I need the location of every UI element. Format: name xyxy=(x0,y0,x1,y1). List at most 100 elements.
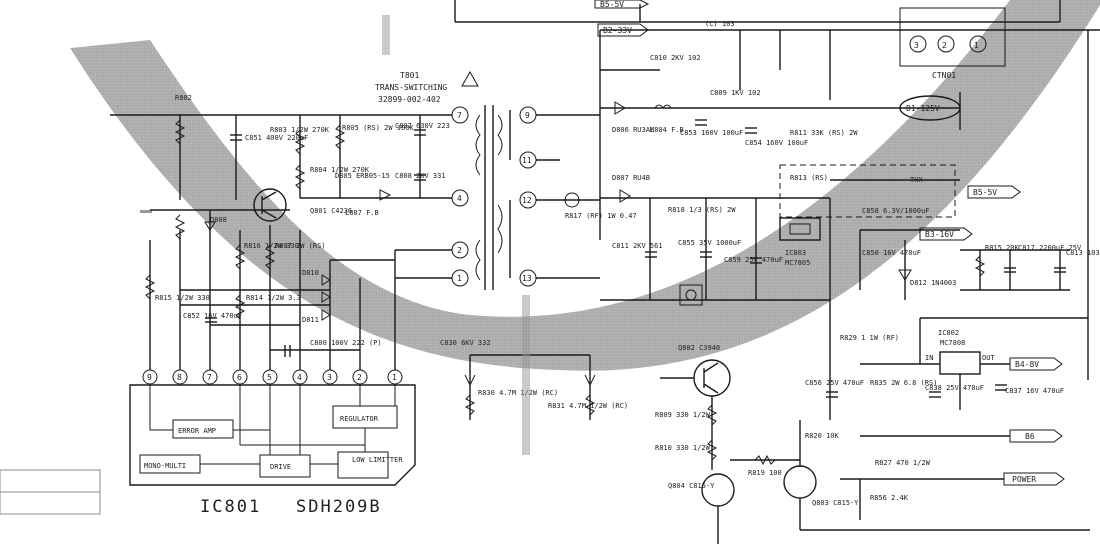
transformer-ref: T801 xyxy=(400,71,419,80)
label-d806: D806 RU3AM xyxy=(612,126,654,134)
transformer-part: 32899-002-402 xyxy=(378,95,441,104)
label-c836: (C) 103 xyxy=(705,20,735,28)
lower-right-section: Q802 C3940 R809 330 1/2W R810 330 1/2W Q… xyxy=(655,317,1090,544)
transformer-t801: T801 TRANS-SWITCHING 32899-002-402 7 4 2… xyxy=(375,70,600,290)
label-c810: C810 2KV 102 xyxy=(650,54,701,62)
top-wiring xyxy=(454,0,1100,380)
transformer-pin-12: 12 xyxy=(522,196,532,205)
ic801-pin-6: 6 xyxy=(237,373,242,382)
label-r803: R803 1/2W 270K xyxy=(270,126,330,134)
ic801-pin-9: 9 xyxy=(147,373,152,382)
label-c859: C859 25V 470uF xyxy=(724,256,783,264)
label-l804: L804 F.B xyxy=(650,126,684,134)
ic801-pin-7: 7 xyxy=(207,373,212,382)
label-c838: C838 25V 470uF xyxy=(925,384,984,392)
label-c830: C830 6KV 332 xyxy=(440,339,491,347)
transistor-q801 xyxy=(253,188,287,222)
label-c837: C837 16V 470uF xyxy=(1005,387,1064,395)
label-c853: C853 160V 100uF xyxy=(680,129,743,137)
label-c855: C855 35V 1000uF xyxy=(678,239,741,247)
label-ic802-part: MC7808 xyxy=(940,339,965,347)
connector-pin-1: 1 xyxy=(974,41,979,50)
ic801-pin-8: 8 xyxy=(177,373,182,382)
label-d805: D805 ERB05-15 xyxy=(335,172,390,180)
label-d810: D810 xyxy=(302,269,319,277)
label-c856: C856 25V 470uF xyxy=(805,379,864,387)
label-d811: D811 xyxy=(302,316,319,324)
rail-b5-5v: B5-5V xyxy=(973,188,997,197)
transformer-pin-4: 4 xyxy=(457,194,462,203)
label-r827: R827 470 1/2W xyxy=(875,459,931,467)
ic801-pin-2: 2 xyxy=(357,373,362,382)
label-c807: C807 630V 223 xyxy=(395,122,450,130)
label-r819: R819 100 xyxy=(748,469,782,477)
rail-b3-16v: B3-16V xyxy=(925,230,954,239)
ic801-name: IC801 xyxy=(200,497,261,517)
label-r835: R835 2W 6.8 (RS) xyxy=(870,379,937,387)
resistors-left xyxy=(144,119,346,320)
label-r818: R818 1/3 (RS) 2W xyxy=(668,206,736,214)
label-c800: C800 100V 222 (P) xyxy=(310,339,382,347)
ic801-pin-3: 3 xyxy=(327,373,332,382)
label-d807: D807 RU4B xyxy=(612,174,650,182)
rail-power: POWER xyxy=(1012,475,1036,484)
label-q804: Q804 C815-Y xyxy=(668,482,715,490)
ic801-package: 9 8 7 6 5 4 3 2 1 ERROR AMP REGULATOR MO… xyxy=(129,369,416,517)
label-r817: R817 (RF) 1W 0.47 xyxy=(565,212,637,220)
transformer-pin-2: 2 xyxy=(457,246,462,255)
label-c858: C858 6.3V/1000uF xyxy=(862,207,929,215)
label-c811: C811 2KV 561 xyxy=(612,242,663,250)
ic801-pin-1: 1 xyxy=(392,373,397,382)
label-r829: R829 1 1W (RF) xyxy=(840,334,899,342)
label-l807: L807 F.B xyxy=(345,209,379,217)
label-r805: R805 (RS) 2W 100K xyxy=(342,124,414,132)
label-c808: C808 2KV 331 xyxy=(395,172,446,180)
label-c809: C809 1KV 102 xyxy=(710,89,761,97)
rail-b6: B6 xyxy=(1025,432,1035,441)
label-r831: R831 4.7M 1/2W (RC) xyxy=(548,402,628,410)
rail-b1-125v: B1-125V xyxy=(906,104,940,113)
connector-ctn01: 3 2 1 CTN01 xyxy=(899,7,1006,80)
rail-b4-8v: B4-8V xyxy=(1015,360,1039,369)
label-r815: R815 1/2W 330 xyxy=(155,294,210,302)
primary-wiring xyxy=(110,114,452,370)
label-r813: R813 (RS) xyxy=(790,174,828,182)
label-c852: C852 16V 470uF xyxy=(183,312,242,320)
transformer-pin-1: 1 xyxy=(457,274,462,283)
label-ic803-part: MC7805 xyxy=(785,259,810,267)
connector-pin-3: 3 xyxy=(914,41,919,50)
label-r830: R830 4.7M 1/2W (RC) xyxy=(478,389,558,397)
connector-ref: CTN01 xyxy=(932,71,956,80)
label-d812: D812 1N4003 xyxy=(910,279,956,287)
label-ic802-in: IN xyxy=(925,354,933,362)
label-ic803: IC803 xyxy=(785,249,806,257)
label-q803: Q803 C815-Y xyxy=(812,499,859,507)
label-r804: R804 1/2W 270K xyxy=(310,166,370,174)
label-r814: R814 1/2W 3.3 xyxy=(246,294,301,302)
label-q802: Q802 C3940 xyxy=(678,344,720,352)
transformer-pin-13: 13 xyxy=(522,274,532,283)
label-r856: R856 2.4K xyxy=(870,494,909,502)
rail-b5-5v-top: B5-5V xyxy=(600,0,624,9)
left-margin-marks xyxy=(0,15,530,515)
ic801-block-regulator: REGULATOR xyxy=(340,415,379,423)
transformer-pin-11: 11 xyxy=(522,156,532,165)
label-r816: R816 1/2W 330 xyxy=(244,242,299,250)
label-c854: C854 160V 100uF xyxy=(745,139,808,147)
label-d808: D808 xyxy=(210,216,227,224)
label-c813: C813 103 (P) xyxy=(1066,249,1100,257)
transformer-pin-7: 7 xyxy=(457,111,462,120)
ic801-part: SDH209B xyxy=(296,497,382,517)
label-r820: R820 10K xyxy=(805,432,840,440)
transformer-name: TRANS-SWITCHING xyxy=(375,83,447,92)
label-r802: R802 xyxy=(175,94,192,102)
label-q801: Q801 C4236 xyxy=(310,207,352,215)
labels-secondary: (C) 103 C810 2KV 102 C809 1KV 102 D806 R… xyxy=(565,20,1100,342)
label-c850: C850 16V 470uF xyxy=(862,249,921,257)
label-c851: C851 400V 220uF xyxy=(245,134,308,142)
label-r811: R811 33K (RS) 2W xyxy=(790,129,858,137)
labels-left: R802 C851 400V 220uF R803 1/2W 270K R805… xyxy=(155,94,450,347)
label-r810: R810 330 1/2W xyxy=(655,444,711,452)
rail-b2-33v: B2-33V xyxy=(603,26,632,35)
